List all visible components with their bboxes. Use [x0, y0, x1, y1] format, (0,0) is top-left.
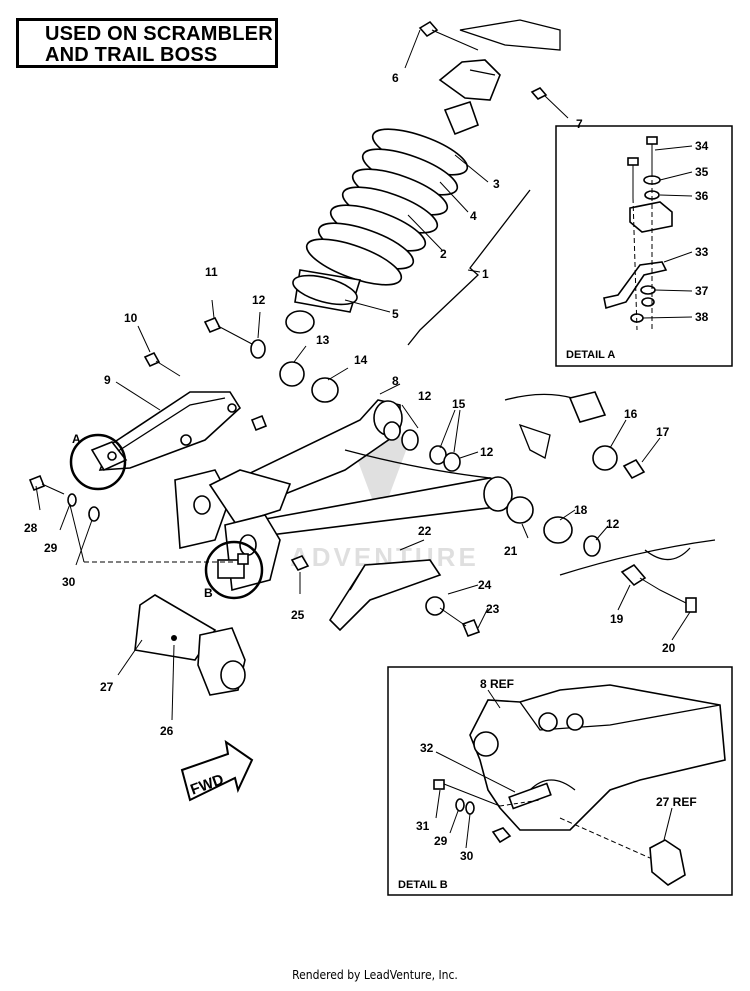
callout-12-upper: 12	[252, 293, 266, 307]
callout-18: 18	[574, 503, 588, 517]
right-hardware: 12 15 12 16 17 18 12 21 19 20	[383, 389, 716, 655]
callout-33: 33	[695, 245, 709, 259]
callout-15: 15	[452, 397, 466, 411]
callout-11: 11	[205, 265, 218, 279]
callout-13: 13	[316, 333, 330, 347]
callout-28: 28	[24, 521, 38, 535]
detail-b-panel: DETAIL B 8 REF 32 31 29 30 27 REF	[387, 666, 733, 896]
fwd-arrow: FWD	[180, 739, 254, 802]
lower-center-parts: 22 24 23 25 B	[204, 524, 500, 638]
callout-8-ref: 8 REF	[480, 677, 514, 691]
callout-b31: 31	[416, 819, 430, 833]
callout-b30: 30	[460, 849, 474, 863]
callout-b32: 32	[420, 741, 434, 755]
callout-34: 34	[695, 139, 709, 153]
callout-4: 4	[470, 209, 477, 223]
callout-23: 23	[486, 602, 500, 616]
callout-27-ref: 27 REF	[656, 795, 697, 809]
callout-38: 38	[695, 310, 709, 324]
callout-27: 27	[100, 680, 114, 694]
callout-12-mid: 12	[418, 389, 432, 403]
watermark: ADVENTURE	[290, 430, 476, 572]
detail-b-title: DETAIL B	[398, 879, 448, 891]
detail-a-title: DETAIL A	[566, 349, 615, 361]
callout-9: 9	[104, 373, 111, 387]
detail-a-marker: A	[72, 432, 81, 446]
callout-19: 19	[610, 612, 624, 626]
callout-b29: 29	[434, 834, 448, 848]
callout-3: 3	[493, 177, 500, 191]
callout-6: 6	[392, 71, 399, 85]
callout-5: 5	[392, 307, 399, 321]
detail-a-panel: DETAIL A 34 35 36 33 37 38	[555, 125, 733, 367]
callout-12-right: 12	[480, 445, 494, 459]
callout-36: 36	[695, 189, 709, 203]
title-line-2: AND TRAIL BOSS	[45, 44, 218, 66]
callout-8: 8	[392, 374, 399, 388]
shock-absorber: 6 7 3 4 2 1 5	[285, 19, 583, 346]
footer-credit: Rendered by LeadVenture, Inc.	[292, 968, 458, 982]
callout-1: 1	[482, 267, 489, 281]
callout-29: 29	[44, 541, 58, 555]
callout-20: 20	[662, 641, 676, 655]
callout-21: 21	[504, 544, 518, 558]
left-lower-parts: 28 29 30 27 26	[24, 474, 246, 738]
callout-37: 37	[695, 284, 709, 298]
callout-26: 26	[160, 724, 174, 738]
callout-24: 24	[478, 578, 492, 592]
callout-2: 2	[440, 247, 447, 261]
callout-7: 7	[576, 117, 583, 131]
title-line-1: USED ON SCRAMBLER	[45, 23, 273, 45]
detail-b-marker: B	[204, 586, 213, 600]
callout-22: 22	[418, 524, 432, 538]
callout-10: 10	[124, 311, 138, 325]
callout-17: 17	[656, 425, 670, 439]
link-arm-9: A 9	[69, 373, 268, 491]
upper-hardware: 11 12 13 14 10	[124, 265, 368, 403]
callout-16: 16	[624, 407, 638, 421]
callout-25: 25	[291, 608, 305, 622]
title-box: USED ON SCRAMBLER AND TRAIL BOSS	[16, 18, 278, 68]
callout-30: 30	[62, 575, 76, 589]
callout-12-lower: 12	[606, 517, 620, 531]
callout-14: 14	[354, 353, 368, 367]
callout-35: 35	[695, 165, 709, 179]
